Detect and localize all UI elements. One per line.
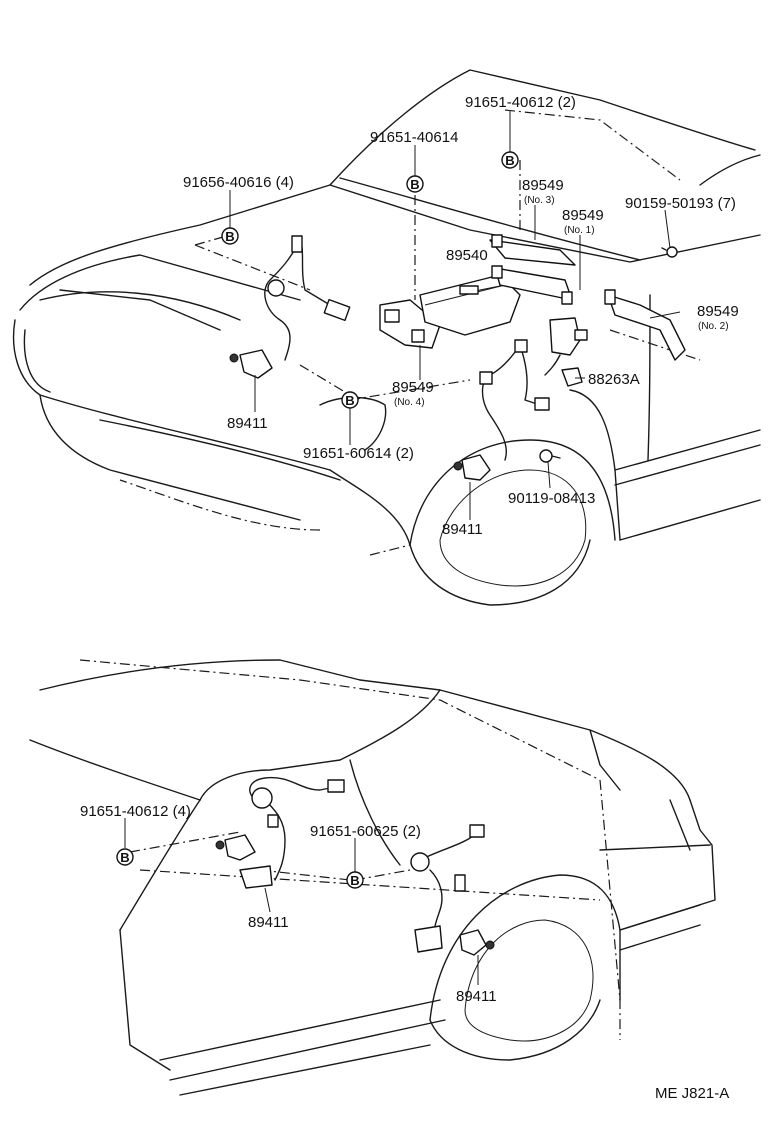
label-91651-40614: 91651-40614 [370,129,458,146]
label-89411-front-left: 89411 [227,415,268,432]
ref-marker-91651-40614: B [406,175,424,193]
front-reference-lines [194,109,681,401]
label-89549-no2: 89549 [697,303,739,320]
ref-marker-label: B [410,177,419,192]
label-89540: 89540 [446,247,488,264]
label-91651-40612-top: 91651-40612 (2) [465,94,576,111]
ref-marker-label: B [225,229,234,244]
label-89549-no4: 89549 [392,379,434,396]
front-parts [229,234,686,481]
ref-marker-91651-60614: B [341,391,359,409]
ref-marker-label: B [345,393,354,408]
rear-car-body [29,659,716,1096]
label-no4: (No. 4) [394,397,425,408]
ref-marker-label: B [505,153,514,168]
rear-parts [215,776,495,956]
label-89549-no3: 89549 [522,177,564,194]
label-91651-60614: 91651-60614 (2) [303,445,414,462]
label-no1: (No. 1) [564,225,595,236]
label-89411-rear-right: 89411 [456,988,497,1005]
rear-reference-lines [129,831,411,881]
ref-marker-91656-40616: B [221,227,239,245]
label-90119-08413: 90119-08413 [508,490,595,507]
ref-marker-91651-40612-top: B [501,151,519,169]
ref-marker-91651-40612-rear: B [116,848,134,866]
ref-marker-label: B [350,873,359,888]
label-no3: (No. 3) [524,195,555,206]
label-90159-50193: 90159-50193 (7) [625,195,736,212]
label-91651-60625: 91651-60625 (2) [310,823,421,840]
footer-code: ME J821-A [655,1085,729,1102]
leader-lines [124,110,681,985]
ref-marker-91651-60625: B [346,871,364,889]
label-89549-no1: 89549 [562,207,604,224]
label-91656-40616: 91656-40616 (4) [183,174,294,191]
part-labels: 91651-40612 (2) 91651-40614 91656-40616 … [80,94,739,1102]
label-89411-rear-left: 89411 [248,914,289,931]
label-89411-front-right: 89411 [442,521,483,538]
label-no2: (No. 2) [698,321,729,332]
label-88263A: 88263A [588,371,640,388]
ref-marker-label: B [120,850,129,865]
front-car-body [12,69,761,606]
label-91651-40612-rear: 91651-40612 (4) [80,803,191,820]
